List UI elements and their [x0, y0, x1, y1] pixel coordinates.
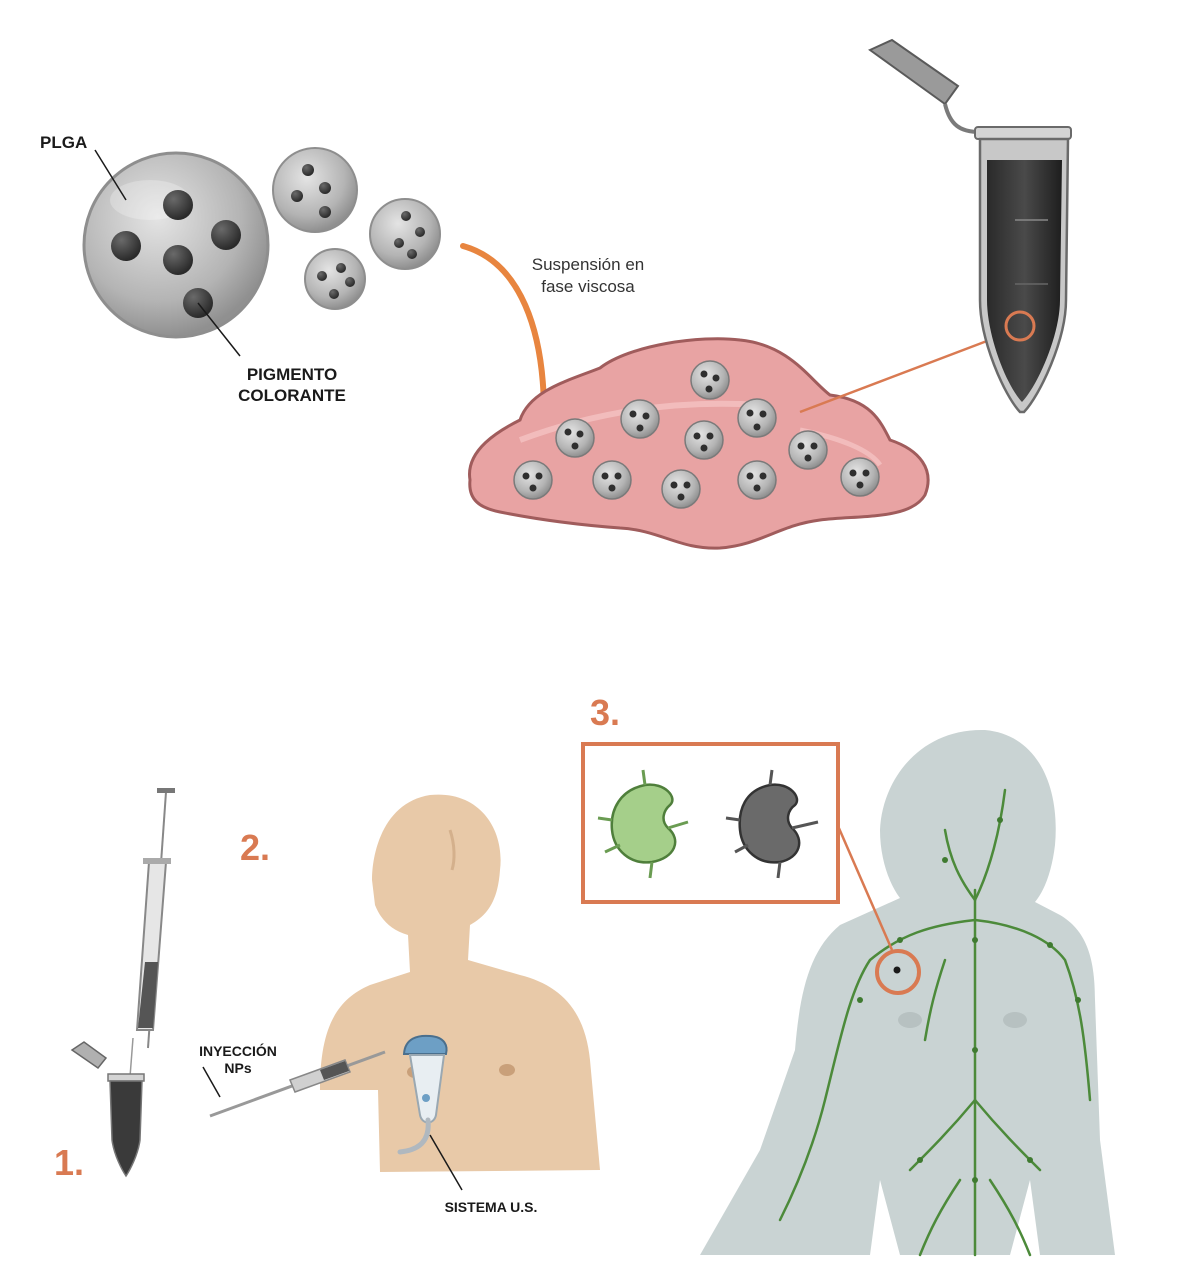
- lymph-nodes-dots: [857, 817, 1081, 1183]
- small-nanoparticle: [304, 248, 366, 310]
- step-1-number: 1.: [54, 1142, 84, 1183]
- lymph-node-stained: [725, 769, 819, 879]
- ultrasound-probe: [397, 1034, 448, 1155]
- injection-leader-line: [202, 1066, 221, 1098]
- needle-syringe: [209, 1050, 386, 1118]
- large-nanoparticle: [82, 151, 270, 339]
- small-eppendorf-tube: [70, 1041, 145, 1178]
- us-leader-line: [429, 1134, 463, 1191]
- stained-node-dot: [893, 966, 901, 974]
- zoom-connector-line: [799, 331, 1009, 414]
- pigment-dot: [163, 190, 193, 220]
- gel-nanoparticles: [513, 360, 880, 509]
- pigment-label-line2: COLORANTE: [238, 386, 346, 405]
- step-3-number: 3.: [590, 692, 620, 733]
- body-connector-line: [836, 825, 894, 951]
- plga-label: PLGA: [40, 133, 87, 152]
- process-arrow: [460, 243, 560, 435]
- pigment-dot: [211, 220, 241, 250]
- axilla-zoom-circle: [875, 949, 921, 995]
- lymphatic-system: [778, 788, 1092, 1257]
- pigment-dot: [163, 245, 193, 275]
- lymph-node-normal: [597, 769, 689, 879]
- small-nanoparticle: [272, 147, 358, 233]
- pigment-label-line1: PIGMENTO: [247, 365, 337, 384]
- tube-zoom-circle: [1004, 310, 1036, 342]
- patient-figure: [320, 794, 600, 1172]
- injection-label-line1: INYECCIÓN: [199, 1042, 277, 1059]
- plga-leader-line: [94, 149, 127, 201]
- syringe-vertical: [128, 788, 175, 1091]
- eppendorf-tube: [868, 38, 1072, 414]
- suspension-label-line2: fase viscosa: [541, 277, 635, 296]
- pigment-dot: [111, 231, 141, 261]
- step-2-number: 2.: [240, 827, 270, 868]
- injection-label-line2: NPs: [224, 1060, 251, 1076]
- suspension-label-line1: Suspensión en: [532, 255, 644, 274]
- pigment-leader-line: [197, 302, 241, 357]
- small-nanoparticle: [369, 198, 441, 270]
- us-system-label: SISTEMA U.S.: [445, 1199, 538, 1215]
